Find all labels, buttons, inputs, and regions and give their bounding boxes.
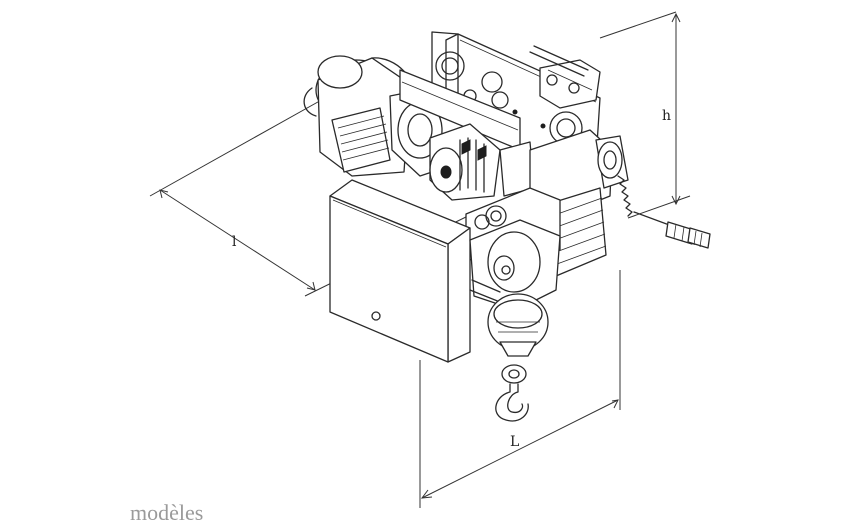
- bottom-ghost-text: modèles: [130, 500, 203, 520]
- control-box: [329, 179, 471, 363]
- hook-block: [487, 293, 549, 422]
- limit-switch: [529, 45, 601, 109]
- dimension-L: [419, 270, 621, 508]
- dimension-label-l: l: [232, 234, 237, 250]
- brake-drum: [429, 123, 535, 201]
- hoist-body: [469, 219, 561, 311]
- travel-motor: [303, 55, 415, 177]
- dimension-h: [599, 11, 691, 219]
- dimension-label-h: h: [662, 108, 671, 124]
- dimension-label-L: L: [510, 434, 519, 450]
- spring-connector: [617, 175, 711, 249]
